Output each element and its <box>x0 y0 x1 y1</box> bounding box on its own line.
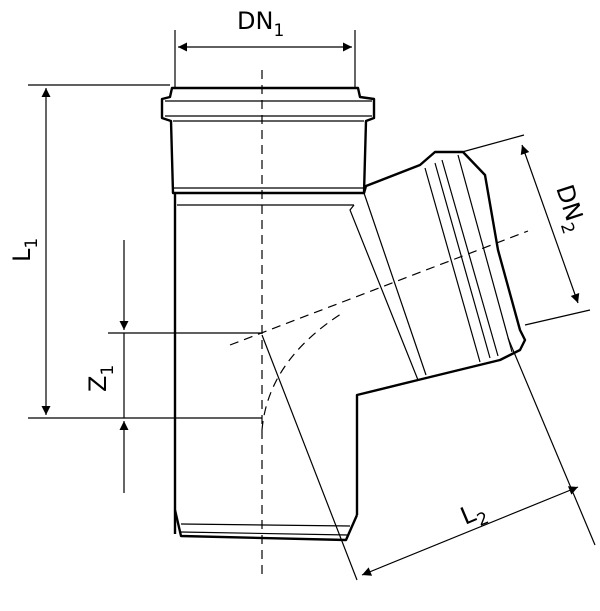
branch-centre-line <box>229 230 529 346</box>
fitting-outline <box>160 86 527 542</box>
centre-lines <box>229 70 529 577</box>
branch-outline <box>355 150 527 515</box>
z1-label: Z1 <box>84 365 118 392</box>
main-socket-outline <box>160 86 376 195</box>
l1-label: L1 <box>8 238 42 262</box>
dn1-label: DN1 <box>237 7 284 41</box>
dn2-dimension-line <box>520 144 580 304</box>
inner-bend-curve <box>261 311 345 431</box>
dimension-lines <box>28 30 596 581</box>
bottom-spigot-end <box>173 509 359 542</box>
l2-dimension-line <box>361 486 579 576</box>
fitting-detail-lines <box>165 100 513 536</box>
